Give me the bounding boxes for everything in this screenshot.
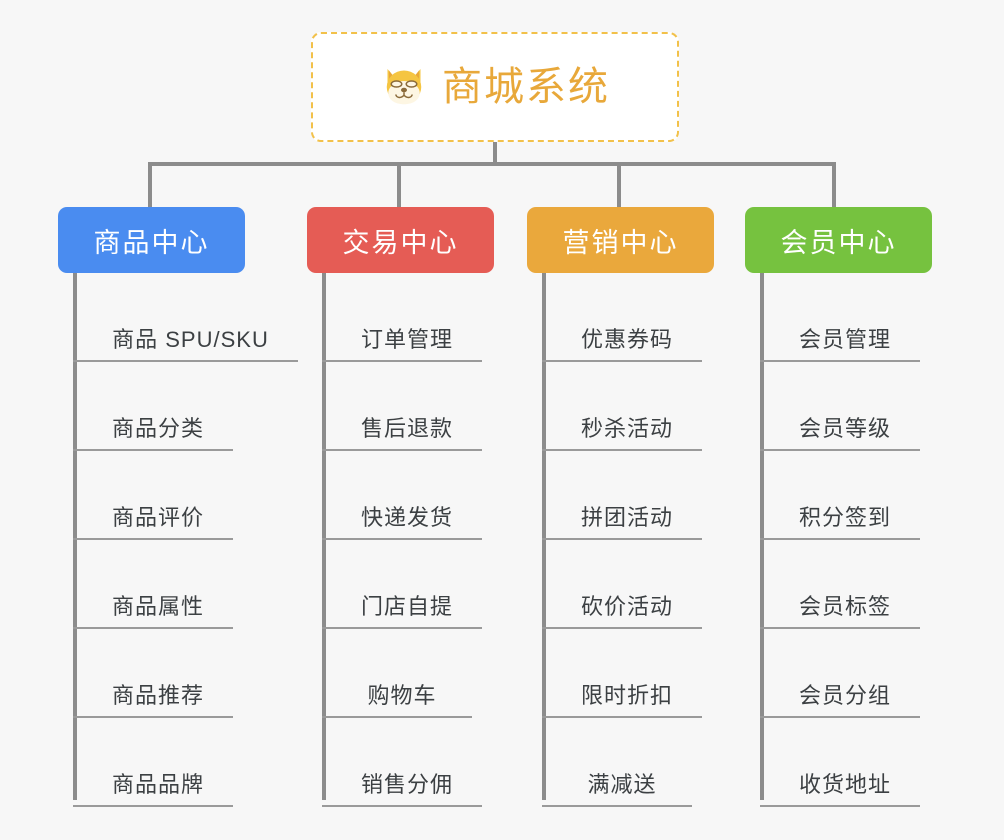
leaf-item[interactable]: 商品 SPU/SKU [73, 273, 298, 362]
connector-drop-member-center [832, 162, 836, 209]
root-node-shop-system[interactable]: 商城系统 [311, 32, 679, 142]
category-header-member-center[interactable]: 会员中心 [745, 207, 932, 273]
leaf-item-label: 满减送 [587, 772, 657, 797]
leaf-item[interactable]: 商品属性 [73, 540, 233, 629]
leaf-item-label: 商品推荐 [111, 683, 204, 708]
leaf-item[interactable]: 优惠券码 [542, 273, 702, 362]
category-header-product-center[interactable]: 商品中心 [58, 207, 245, 273]
leaf-item[interactable]: 积分签到 [760, 451, 920, 540]
leaf-item-label: 会员标签 [798, 594, 891, 619]
root-title: 商城系统 [442, 65, 610, 109]
leaf-item[interactable]: 会员标签 [760, 540, 920, 629]
leaf-item[interactable]: 商品评价 [73, 451, 233, 540]
leaf-item[interactable]: 会员等级 [760, 362, 920, 451]
leaf-item-label: 售后退款 [360, 416, 453, 441]
leaf-item[interactable]: 快递发货 [322, 451, 482, 540]
leaf-item[interactable]: 秒杀活动 [542, 362, 702, 451]
leaf-item-label: 订单管理 [360, 327, 453, 352]
leaf-item[interactable]: 商品品牌 [73, 718, 233, 807]
connector-spine-trade-center [322, 273, 326, 800]
leaf-item[interactable]: 收货地址 [760, 718, 920, 807]
leaf-item-label: 会员等级 [798, 416, 891, 441]
connector-drop-product-center [148, 162, 152, 209]
leaf-item-label: 购物车 [367, 683, 437, 708]
leaf-item-label: 砍价活动 [580, 594, 673, 619]
leaf-item-label: 商品品牌 [111, 772, 204, 797]
leaf-item-label: 商品评价 [111, 505, 204, 530]
connector-drop-trade-center [397, 162, 401, 209]
leaf-item[interactable]: 拼团活动 [542, 451, 702, 540]
leaf-item-label: 会员分组 [798, 683, 891, 708]
leaf-item[interactable]: 商品分类 [73, 362, 233, 451]
connector-spine-member-center [760, 273, 764, 800]
leaf-item[interactable]: 销售分佣 [322, 718, 482, 807]
leaf-item-label: 限时折扣 [580, 683, 673, 708]
connector-root-stem [493, 142, 497, 164]
leaf-item-label: 门店自提 [360, 594, 453, 619]
category-header-trade-center[interactable]: 交易中心 [307, 207, 494, 273]
leaf-item-label: 商品属性 [111, 594, 204, 619]
leaf-item[interactable]: 售后退款 [322, 362, 482, 451]
leaf-item[interactable]: 商品推荐 [73, 629, 233, 718]
leaf-item[interactable]: 门店自提 [322, 540, 482, 629]
leaf-item[interactable]: 限时折扣 [542, 629, 702, 718]
connector-drop-marketing-center [617, 162, 621, 209]
category-header-marketing-center[interactable]: 营销中心 [527, 207, 714, 273]
leaf-item-label: 商品 SPU/SKU [112, 327, 269, 352]
shiba-dog-face-icon [386, 69, 422, 105]
connector-horizontal-bus [148, 162, 834, 166]
connector-spine-product-center [73, 273, 77, 800]
leaf-item-label: 快递发货 [360, 505, 453, 530]
leaf-item-label: 秒杀活动 [580, 416, 673, 441]
leaf-item-label: 优惠券码 [580, 327, 673, 352]
leaf-item[interactable]: 订单管理 [322, 273, 482, 362]
leaf-item[interactable]: 满减送 [542, 718, 692, 807]
leaf-item-label: 积分签到 [798, 505, 891, 530]
leaf-item-label: 拼团活动 [580, 505, 673, 530]
leaf-item[interactable]: 砍价活动 [542, 540, 702, 629]
leaf-item-label: 商品分类 [111, 416, 204, 441]
leaf-item-label: 会员管理 [798, 327, 891, 352]
leaf-item[interactable]: 会员分组 [760, 629, 920, 718]
leaf-item[interactable]: 会员管理 [760, 273, 920, 362]
leaf-item-label: 销售分佣 [360, 772, 453, 797]
connector-spine-marketing-center [542, 273, 546, 800]
leaf-item[interactable]: 购物车 [322, 629, 472, 718]
leaf-item-label: 收货地址 [798, 772, 891, 797]
